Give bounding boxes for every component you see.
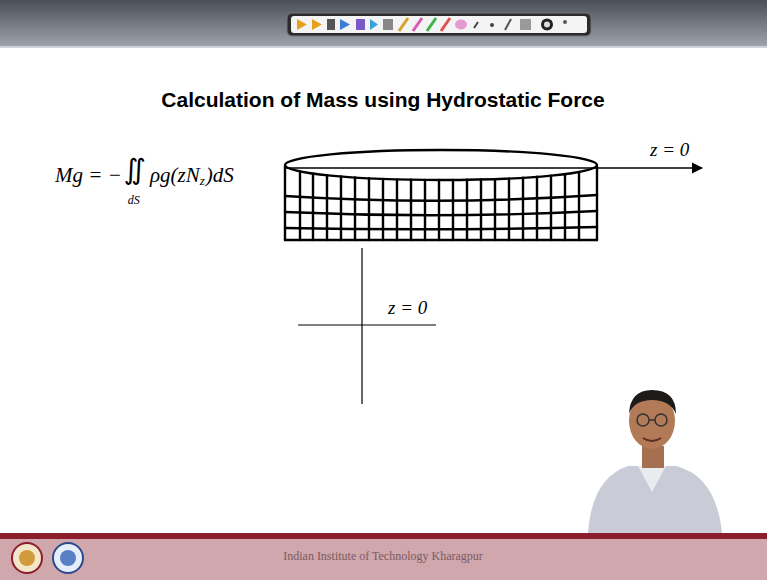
coordinate-axes (298, 248, 436, 404)
top-bar-edge (0, 46, 767, 48)
free-surface-axis (285, 167, 702, 169)
pen-toolbar (287, 13, 591, 36)
footer-stripe (0, 533, 767, 539)
subscript: z (200, 174, 205, 189)
footer-watermark: Indian Institute of Technology Kharagpur (283, 550, 483, 564)
equation-integrand: ρg(zN (150, 163, 200, 187)
slide-title: Calculation of Mass using Hydrostatic Fo… (161, 88, 604, 112)
equation-lhs: Mg = − (55, 163, 122, 187)
axis-label: z = 0 (388, 297, 427, 319)
equation-tail: )dS (206, 163, 234, 187)
presenter-figure (588, 390, 722, 533)
integral-domain: dS (128, 194, 140, 208)
footer-bar (0, 539, 767, 580)
double-integral-sign: ∬ (124, 154, 146, 186)
axis-label: z = 0 (650, 139, 689, 161)
institute-logos (12, 543, 83, 573)
floating-body-sketch (285, 150, 597, 240)
top-bar (0, 0, 767, 46)
